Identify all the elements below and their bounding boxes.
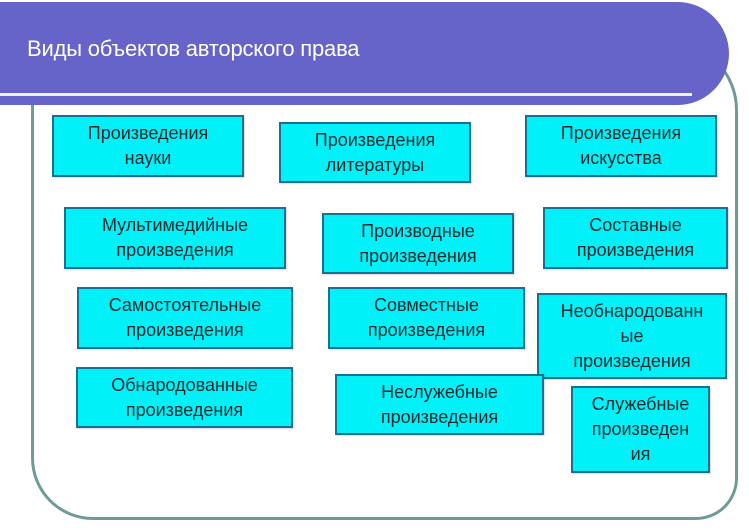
box-label: Неслужебные произведения (380, 381, 499, 427)
box-label: Совместные произведения (367, 295, 486, 340)
title-underline (0, 93, 692, 96)
box-composite-works: Составные произведения (543, 207, 728, 269)
box-independent-works: Самостоятельные произведения (77, 287, 293, 349)
box-published-works: Обнародованные произведения (76, 367, 293, 428)
page-title: Виды объектов авторского права (27, 36, 360, 61)
box-label: Произведения искусства (560, 123, 682, 168)
box-derivative-works: Производные произведения (322, 213, 514, 274)
box-label: Произведения литературы (314, 129, 436, 175)
box-multimedia-works: Мультимедийные произведения (64, 207, 286, 269)
box-label: Произведения науки (87, 123, 209, 168)
box-literature-works: Произведения литературы (279, 122, 471, 183)
box-art-works: Произведения искусства (525, 115, 717, 177)
box-label: Производные произведения (359, 220, 477, 266)
box-unpublished-works: Необнародованн ые произведения (537, 293, 727, 379)
box-non-service-works: Неслужебные произведения (335, 374, 544, 435)
box-service-works: Служебные произведен ия (571, 386, 710, 473)
box-label: Необнародованн ые произведения (560, 300, 704, 371)
box-label: Мультимедийные произведения (101, 215, 249, 260)
box-label: Составные произведения (576, 215, 695, 260)
box-science-works: Произведения науки (52, 115, 244, 177)
box-joint-works: Совместные произведения (328, 287, 525, 349)
box-label: Служебные произведен ия (591, 394, 690, 464)
box-label: Обнародованные произведения (111, 374, 258, 420)
title-banner: Виды объектов авторского права (0, 2, 729, 105)
box-label: Самостоятельные произведения (108, 295, 262, 340)
